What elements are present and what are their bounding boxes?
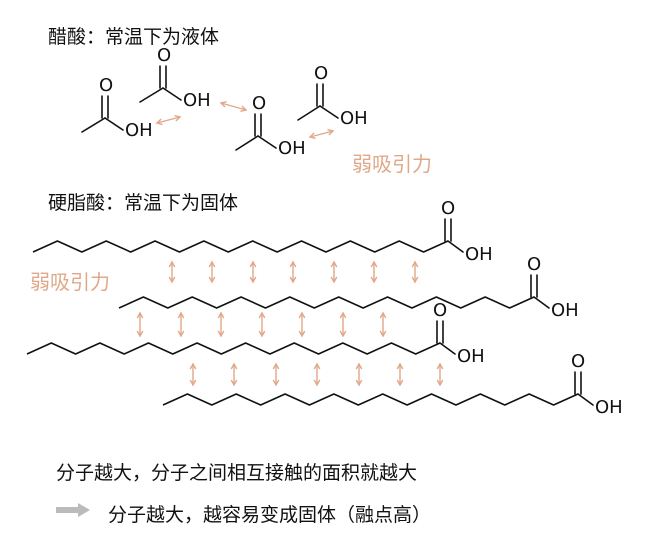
stearic-attraction-row1-4-head-start (289, 260, 297, 268)
stearic-attraction-row3-2-head-end (230, 379, 238, 387)
stearic-attraction-row2-3-head-end (217, 330, 225, 338)
stearic-molecule-3-hydroxyl-label: OH (457, 346, 485, 367)
acetic-molecule-2-hydroxyl-bond (162, 87, 182, 101)
stearic-attraction-row2-6-head-start (339, 311, 347, 319)
stearic-molecule-4-carbon-chain (162, 393, 579, 406)
stearic-molecule-1-hydroxyl-label: OH (465, 244, 493, 265)
stearic-attraction-row3-7-head-end (436, 379, 444, 387)
acetic-attraction-2-shaft (220, 102, 247, 111)
stearic-attraction-row2-4-head-start (258, 311, 266, 319)
acetic-attraction-1-head-start (155, 118, 163, 126)
stearic-molecule-4-oxygen-label: O (571, 351, 585, 372)
stearic-molecule-2-oxygen-label: O (527, 254, 541, 275)
acetic-molecule-1-oxygen-label: O (99, 75, 113, 96)
stearic-attraction-row3-7-head-start (436, 362, 444, 370)
stearic-attraction-row3-3-head-start (272, 362, 280, 370)
stearic-molecule-1-oxygen-label: O (441, 198, 455, 219)
stearic-attraction-row1-2-head-end (208, 276, 216, 284)
stearic-attraction-row3-6-head-start (396, 362, 404, 370)
acetic-molecule-2-methyl-bond (139, 87, 164, 103)
stearic-attraction-row1-3-head-end (249, 276, 257, 284)
acetic-acid-title: 醋酸：常温下为液体 (48, 26, 220, 48)
acetic-molecule-3-hydroxyl-label: OH (278, 138, 306, 159)
stearic-molecule-4-hydroxyl-label: OH (595, 397, 623, 418)
stearic-attraction-row2-6-head-end (339, 330, 347, 338)
acetic-molecule-1-methyl-bond (81, 117, 106, 133)
stearic-attraction-row3-6-head-end (396, 379, 404, 387)
acetic-attraction-label: 弱吸引力 (352, 152, 432, 176)
stearic-molecule-2-hydroxyl-label: OH (551, 300, 579, 321)
stearic-attraction-row2-1-head-start (136, 311, 144, 319)
stearic-attraction-label: 弱吸引力 (30, 270, 110, 294)
stearic-attraction-row2-4-head-end (258, 330, 266, 338)
stearic-attraction-row1-7-head-start (411, 260, 419, 268)
stearic-molecule-1-carbon-chain (32, 240, 449, 253)
acetic-attraction-3-shaft (309, 130, 334, 138)
stearic-attraction-row2-5-head-start (298, 311, 306, 319)
acetic-molecule-3-oxygen-label: O (252, 93, 266, 114)
stearic-attraction-row1-3-head-start (249, 260, 257, 268)
stearic-attraction-row1-6-head-end (370, 276, 378, 284)
stearic-attraction-row2-3-head-start (217, 311, 225, 319)
stearic-attraction-row3-2-head-start (230, 362, 238, 370)
atom-label-layer: O OH O OH O OH O OH O OH O OH O OH O OH (99, 45, 623, 418)
stearic-attraction-row3-4-head-start (313, 362, 321, 370)
stearic-attraction-row1-5-head-start (330, 260, 338, 268)
attraction-arrow-layer (136, 100, 444, 387)
stearic-attraction-row2-2-head-start (177, 311, 185, 319)
stearic-attraction-row1-5-head-end (330, 276, 338, 284)
acetic-molecule-1-hydroxyl-label: OH (125, 120, 153, 141)
stearic-attraction-row3-3-head-end (272, 379, 280, 387)
conclusion-line-1: 分子越大，分子之间相互接触的面积就越大 (56, 462, 418, 484)
acetic-molecule-4-oxygen-label: O (314, 63, 328, 84)
stearic-molecule-3-carbon-chain (26, 342, 441, 355)
acetic-molecule-3-methyl-bond (235, 135, 259, 151)
stearic-attraction-row1-2-head-start (208, 260, 216, 268)
stearic-molecule-1-hydroxyl-bond (447, 240, 464, 253)
stearic-attraction-row2-5-head-end (298, 330, 306, 338)
bond-layer (26, 65, 594, 406)
stearic-attraction-row1-6-head-start (370, 260, 378, 268)
stearic-attraction-row2-2-head-end (177, 330, 185, 338)
stearic-attraction-row3-5-head-end (355, 379, 363, 387)
stearic-attraction-row1-1-head-end (168, 276, 176, 284)
conclusion-line-2: 分子越大，越容易变成固体（融点高） (108, 504, 432, 526)
stearic-attraction-row2-7-head-end (379, 330, 387, 338)
acetic-attraction-2-head-end (240, 105, 248, 113)
acetic-molecule-4-hydroxyl-label: OH (340, 108, 368, 129)
acetic-attraction-1-head-end (174, 114, 182, 122)
right-arrow-icon (56, 503, 90, 517)
stearic-molecule-3-oxygen-label: O (433, 300, 447, 321)
acetic-molecule-4-hydroxyl-bond (319, 105, 339, 119)
stearic-attraction-row3-4-head-end (313, 379, 321, 387)
stearic-attraction-row1-4-head-end (289, 276, 297, 284)
stearic-molecule-2-hydroxyl-bond (533, 296, 550, 309)
stearic-attraction-row2-7-head-start (379, 311, 387, 319)
acetic-molecule-1-hydroxyl-bond (104, 117, 124, 131)
acetic-attraction-3-head-start (308, 132, 316, 140)
acetic-attraction-3-head-end (327, 128, 335, 136)
stearic-molecule-4-hydroxyl-bond (577, 393, 594, 406)
stearic-attraction-row2-1-head-end (136, 330, 144, 338)
stearic-attraction-row1-7-head-end (411, 276, 419, 284)
stearic-acid-title: 硬脂酸：常温下为固体 (48, 192, 239, 214)
acetic-attraction-1-shaft (156, 116, 181, 124)
stearic-attraction-row3-5-head-start (355, 362, 363, 370)
acetic-attraction-2-head-start (219, 100, 227, 108)
stearic-attraction-row3-1-head-start (189, 362, 197, 370)
stearic-attraction-row1-1-head-start (168, 260, 176, 268)
acetic-molecule-2-oxygen-label: O (157, 45, 171, 66)
stearic-attraction-row3-1-head-end (189, 379, 197, 387)
acetic-molecule-3-hydroxyl-bond (257, 135, 277, 149)
stearic-molecule-3-hydroxyl-bond (439, 342, 456, 355)
acetic-molecule-4-methyl-bond (297, 105, 321, 121)
acetic-molecule-2-hydroxyl-label: OH (183, 90, 211, 111)
stearic-molecule-2-carbon-chain (118, 296, 535, 309)
